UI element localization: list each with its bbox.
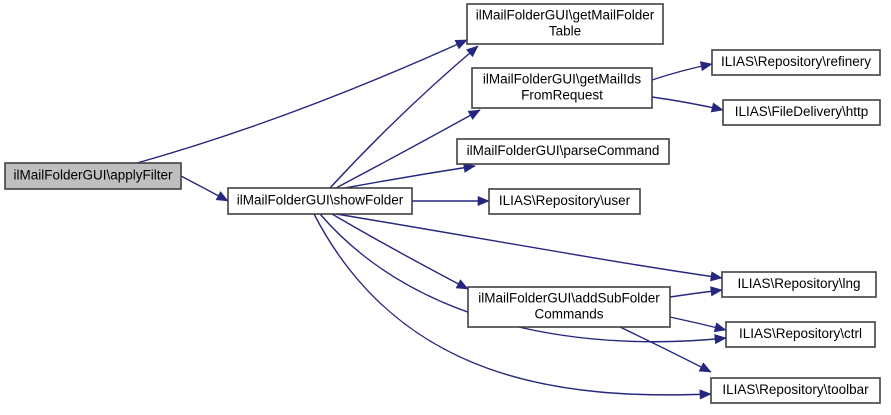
node-label-getMailFolderTable: Table — [549, 24, 581, 39]
node-ctrl[interactable]: ILIAS\Repository\ctrl — [725, 321, 876, 348]
node-parseCommand[interactable]: ilMailFolderGUI\parseCommand — [456, 138, 670, 165]
node-user[interactable]: ILIAS\Repository\user — [488, 188, 641, 215]
node-label-showFolder: ilMailFolderGUI\showFolder — [237, 193, 404, 208]
node-box-addSubFolderCommands[interactable] — [467, 286, 671, 328]
node-box-ctrl[interactable] — [725, 321, 876, 348]
node-label-getMailIdsFromRequest: FromRequest — [521, 88, 603, 103]
call-edge-showFolder-to-addSubFolderCommands — [331, 213, 469, 290]
node-toolbar[interactable]: ILIAS\Repository\toolbar — [710, 377, 881, 404]
node-box-parseCommand[interactable] — [456, 138, 670, 165]
node-box-toolbar[interactable] — [710, 377, 881, 404]
node-box-http[interactable] — [722, 99, 881, 126]
node-box-refinery[interactable] — [711, 49, 881, 76]
nodes-layer: ilMailFolderGUI\applyFilter ilMailFolderG… — [4, 3, 881, 404]
edge-arrowhead — [698, 362, 712, 373]
edge-arrowhead — [477, 195, 490, 207]
edge-arrowhead — [466, 45, 479, 58]
node-label-ctrl: ILIAS\Repository\ctrl — [739, 326, 862, 341]
node-label-addSubFolderCommands: ilMailFolderGUI\addSubFolder — [478, 291, 660, 306]
call-edge-showFolder-to-lng — [335, 213, 723, 279]
edge-arrowhead — [710, 271, 723, 282]
node-lng[interactable]: ILIAS\Repository\lng — [721, 271, 877, 298]
edge-arrowhead — [699, 61, 713, 72]
node-label-lng: ILIAS\Repository\lng — [737, 276, 860, 291]
call-edge-applyFilter-to-getMailFolderTable — [136, 39, 468, 164]
call-edge-showFolder-to-getMailFolderTable — [329, 45, 479, 189]
node-label-addSubFolderCommands: Commands — [534, 307, 603, 322]
node-box-user[interactable] — [488, 188, 641, 215]
edge-arrowhead — [699, 389, 712, 400]
edge-arrowhead — [713, 322, 727, 333]
node-label-getMailIdsFromRequest: ilMailFolderGUI\getMailIds — [483, 72, 642, 87]
edge-arrowhead — [454, 39, 468, 50]
call-edge-showFolder-to-toolbar — [313, 213, 712, 396]
edge-arrowhead — [467, 109, 481, 120]
edge-arrowhead — [710, 286, 723, 297]
node-refinery[interactable]: ILIAS\Repository\refinery — [711, 49, 881, 76]
call-edge-showFolder-to-getMailIdsFromRequest — [335, 109, 481, 189]
node-label-applyFilter: ilMailFolderGUI\applyFilter — [13, 168, 173, 183]
node-applyFilter[interactable]: ilMailFolderGUI\applyFilter — [4, 162, 182, 190]
edges-layer — [136, 39, 727, 400]
node-box-getMailIdsFromRequest[interactable] — [471, 67, 653, 109]
node-label-user: ILIAS\Repository\user — [499, 193, 631, 208]
node-box-lng[interactable] — [721, 271, 877, 298]
node-label-toolbar: ILIAS\Repository\toolbar — [722, 382, 869, 397]
edge-arrowhead — [455, 279, 469, 290]
call-edge-showFolder-to-parseCommand — [344, 165, 476, 189]
edge-arrowhead — [215, 191, 229, 202]
node-label-http: ILIAS\FileDelivery\http — [735, 104, 869, 119]
node-http[interactable]: ILIAS\FileDelivery\http — [722, 99, 881, 126]
node-label-refinery: ILIAS\Repository\refinery — [721, 54, 871, 69]
node-box-getMailFolderTable[interactable] — [466, 3, 664, 45]
node-box-applyFilter[interactable] — [4, 162, 182, 190]
node-label-getMailFolderTable: ilMailFolderGUI\getMailFolder — [476, 8, 655, 23]
node-showFolder[interactable]: ilMailFolderGUI\showFolder — [227, 187, 413, 215]
node-label-parseCommand: ilMailFolderGUI\parseCommand — [467, 143, 660, 158]
edge-arrowhead — [710, 102, 724, 113]
call-edge-addSubFolderCommands-to-toolbar — [619, 326, 712, 373]
edge-arrowhead — [714, 334, 727, 345]
node-box-showFolder[interactable] — [227, 187, 413, 215]
